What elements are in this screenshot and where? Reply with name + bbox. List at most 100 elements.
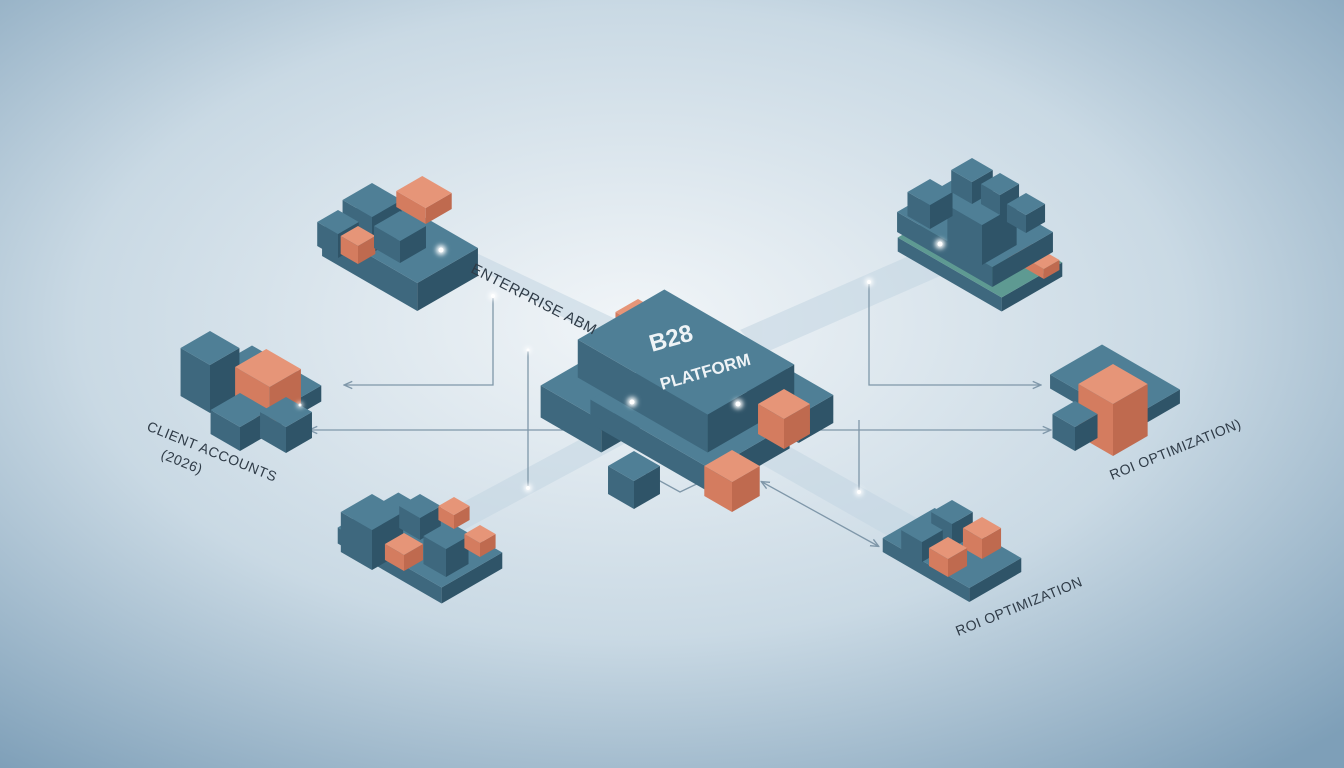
tl-base-right-face [417,248,478,311]
tr-base-left-face [897,212,993,287]
bl-cube-3-top-face [423,523,469,549]
tr-cube-2-left-face [951,170,972,204]
beam-top-right [740,238,972,354]
cluster-roi-right [1050,344,1180,456]
tl-cube-orange-1-left-face [396,191,426,224]
bl-orange-1-right-face [454,506,470,529]
hub-top-right-face [707,364,795,453]
l-cube-2-left-face [260,412,286,453]
br-orange-2 [928,537,968,577]
tl-cube-3-top-face [374,211,426,241]
bl-orange-2-right-face [404,544,424,571]
br-orange-1-right-face [982,528,1002,559]
hub-orange-front [704,450,760,512]
tl-cube-orange-2-top-face [340,226,376,246]
br-orange-1 [962,517,1002,559]
bl-cube-3 [423,523,469,577]
hub-cube-front-top-face [608,451,660,481]
tr-cube-4 [1006,193,1046,233]
br-cube-2 [901,518,943,562]
hub-base-left-face [590,399,712,494]
br-cube-1-right-face [952,512,973,548]
bl-cube-1-left-face [340,512,372,570]
tr-cube-3-top-face [980,173,1020,195]
br-orange-2-left-face [928,548,948,577]
bl-orange-3 [464,525,496,557]
cluster-roi-bottom [882,500,1022,602]
cluster-client-accounts [180,331,322,453]
cluster-top-right [897,158,1063,312]
connector-tr-to-right [868,282,1040,385]
br-orange-2-top-face [928,537,968,559]
l-tall-right-face [210,348,240,413]
tr-cube-big [947,185,1017,265]
hub-cube-front-left-face [608,466,634,509]
tl-cube-orange-1-right-face [425,193,452,224]
hub-top [577,289,795,453]
tl-cube-orange-2 [340,226,376,264]
br-cube-2-left-face [901,530,922,562]
l-cube-1-top-face [210,393,270,427]
tl-cube-3-right-face [400,226,426,263]
bl-orange-1 [438,497,470,529]
tr-cube-4-top-face [1006,193,1046,215]
hub-cube-front-right-face [634,466,660,509]
bl-cube-3-left-face [423,536,446,577]
tr-base-right-face [992,232,1053,287]
br-cube-2-top-face [901,518,943,542]
tr-base-low-left-face [897,237,1002,312]
tr-cube-1 [907,179,953,229]
br-cube-1-top-face [931,500,973,524]
tr-cube-3-right-face [1000,184,1020,215]
tl-cube-orange-1-top-face [396,176,452,208]
bl-orange-2 [384,533,424,571]
hub-orange-front-left-face [704,466,732,512]
bl-base-right-face [441,552,503,604]
tr-cube-1-right-face [930,192,953,229]
tl-cube-orange-1 [396,176,452,224]
hub-orange-right [758,389,810,449]
tr-cube-2 [951,158,993,204]
tl-cube-3 [374,211,426,263]
tr-cube-1-left-face [907,192,930,229]
r-cube [1052,401,1098,451]
nodes [297,239,945,496]
cluster-enterprise-abm [317,176,478,311]
bl-cube-2 [399,494,441,540]
hub-orange-right-top-face [758,389,810,419]
r-cube-top-face [1052,401,1098,427]
hub-platform [540,289,834,512]
cluster-bottom-left [337,492,503,604]
l-tall-left-face [180,348,210,413]
r-cube-left-face [1052,414,1075,451]
tr-base-accent-right-face [1043,260,1060,279]
tr-cube-4-right-face [1026,204,1046,233]
tl-cube-3-left-face [374,226,400,263]
tr-cube-2-top-face [951,158,993,182]
bl-orange-2-top-face [384,533,424,555]
r-orange-right-face [1113,384,1148,456]
tl-cube-2-top-face [317,210,359,234]
br-orange-2-right-face [948,548,968,577]
br-cube-2-right-face [922,530,943,562]
r-cube-right-face [1075,414,1098,451]
br-orange-1-left-face [962,528,982,559]
connector-tl-to-left [345,296,494,385]
l-tall [180,331,240,413]
bl-orange-3-top-face [464,525,496,543]
l-cube-1 [210,393,270,451]
bl-cube-3-right-face [446,536,469,577]
bl-cube-1-top-face [340,494,404,530]
tr-cube-4-left-face [1006,204,1026,233]
l-orange-top-face [235,349,301,387]
br-base-right-face [969,558,1022,602]
tl-cube-2-left-face [317,222,338,258]
hub-cube-front [608,451,660,509]
tl-cube-1-top-face [342,183,402,217]
hub-top-left-face [577,339,708,453]
bl-orange-2-left-face [384,544,404,571]
bl-cube-2-top-face [399,494,441,518]
hub-orange-front-right-face [732,466,760,512]
bl-orange-3-left-face [464,534,480,557]
